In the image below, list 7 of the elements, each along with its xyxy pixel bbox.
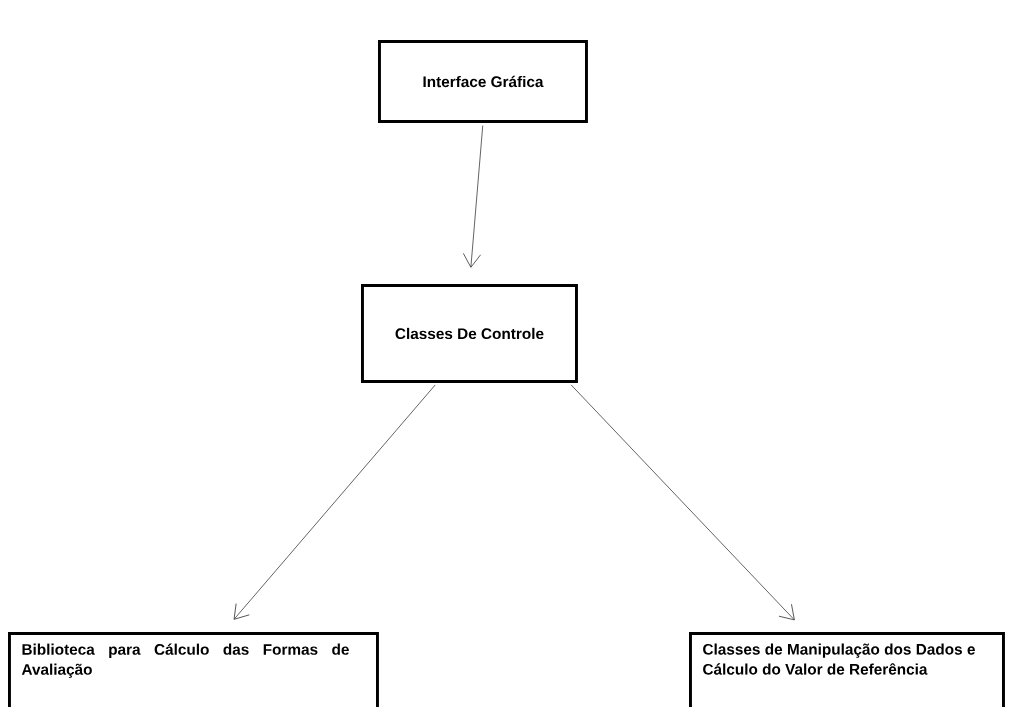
process-box: Classes de Manipulação dos Dados e Cálculo do Valor de Referência [689,632,1005,707]
arrow [233,384,436,620]
process-box: Classes De Controle [361,284,578,383]
arrow [462,125,484,268]
process-box: Interface Gráfica [378,40,588,123]
process-box: Biblioteca para Cálculo das Formas de Avaliação [8,632,379,707]
arrow [570,384,795,621]
